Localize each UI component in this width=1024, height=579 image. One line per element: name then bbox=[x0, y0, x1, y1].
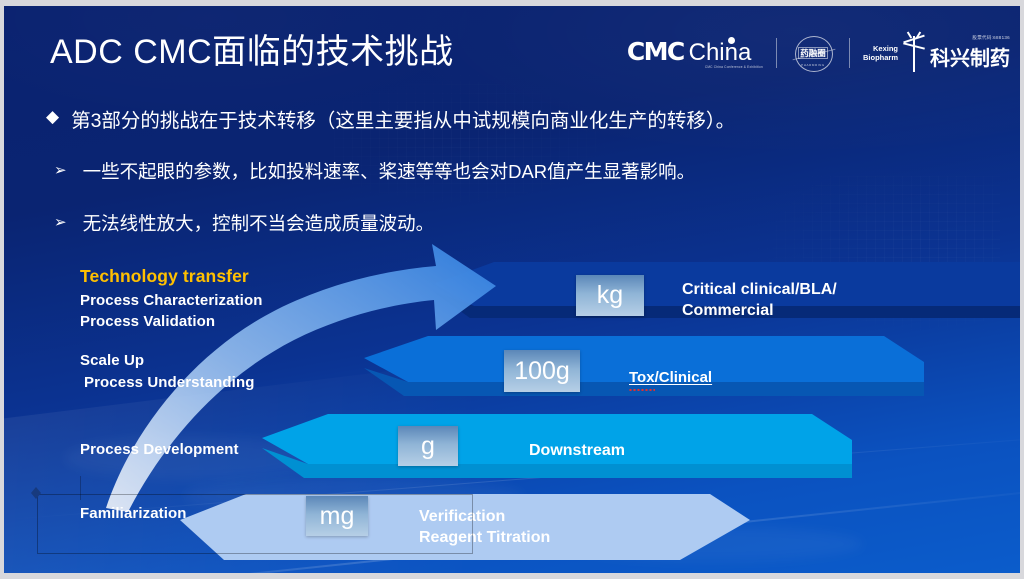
step-label-100g-clinical: /Clinical bbox=[654, 369, 713, 386]
slide-canvas: ADC CMC面临的技术挑战 CMC China CMC China Confe… bbox=[4, 6, 1020, 573]
pharmring-logo-cn: 药融圈 bbox=[798, 47, 828, 59]
arrow-bullet-icon-1: ➢ bbox=[54, 162, 67, 179]
page-title: ADC CMC面临的技术挑战 bbox=[50, 33, 454, 71]
cmc-logo-name-text: China bbox=[688, 39, 752, 66]
kexing-stock-code: 股票代码:688136 bbox=[972, 35, 1010, 40]
logo-bar: CMC China CMC China Conference & Exhibit… bbox=[627, 31, 1010, 74]
step-label-g: Downstream bbox=[529, 442, 626, 459]
badge-100g: 100g bbox=[504, 350, 580, 392]
stage-label-process-characterization: Process Characterization bbox=[80, 292, 263, 309]
step-label-100g-tox: Tox bbox=[629, 369, 655, 386]
staircase-diagram: Technology transfer Process Characteriza… bbox=[4, 242, 1020, 573]
stage-label-technology-transfer: Technology transfer bbox=[80, 266, 249, 286]
stage-label-familiarization: Familiarization bbox=[80, 505, 187, 522]
badge-g: g bbox=[398, 426, 458, 466]
logo-divider-1 bbox=[775, 38, 777, 68]
dot-grid-texture-top bbox=[334, 66, 634, 216]
kexing-emblem-icon bbox=[901, 31, 927, 72]
step-label-kg-line1: Critical clinical/BLA/ bbox=[682, 281, 837, 298]
kexing-logo: Kexing Biopharm 股票代码:688136 科兴制药 bbox=[863, 31, 1010, 72]
bullet-text-2: 一些不起眼的参数，比如投料速率、桨速等等也会对DAR值产生显著影响。 bbox=[82, 161, 696, 182]
logo-divider-2 bbox=[848, 38, 850, 68]
step-label-mg-line1: Verification bbox=[419, 508, 506, 525]
badge-kg: kg bbox=[576, 275, 644, 316]
pharmring-logo: 药融圈 PHARMRING bbox=[790, 35, 836, 72]
step-label-kg-line2: Commercial bbox=[682, 302, 774, 319]
bullet-item-2: ➢ 一些不起眼的参数，比如投料速率、桨速等等也会对DAR值产生显著影响。 bbox=[54, 158, 695, 184]
kexing-logo-cn: 科兴制药 bbox=[930, 46, 1010, 70]
kexing-logo-en-line2: Biopharm bbox=[862, 53, 898, 62]
bullet-text-3: 无法线性放大，控制不当会造成质量波动。 bbox=[82, 213, 435, 234]
cmc-logo-mark: CMC bbox=[626, 37, 685, 66]
textbox-connector-line bbox=[80, 476, 81, 500]
pharmring-ring-icon bbox=[794, 36, 833, 72]
bullet-item-3: ➢ 无法线性放大，控制不当会造成质量波动。 bbox=[54, 210, 434, 236]
arrow-bullet-icon-2: ➢ bbox=[54, 214, 67, 231]
stage-label-process-development: Process Development bbox=[80, 441, 239, 458]
diamond-bullet-icon: ◆ bbox=[46, 107, 60, 126]
step-label-100g: Tox/Clinical bbox=[629, 368, 712, 388]
stage-label-scale-up: Scale Up bbox=[80, 352, 145, 369]
bullet-text-1: 第3部分的挑战在于技术转移（这里主要指从中试规模向商业化生产的转移）。 bbox=[71, 110, 736, 132]
badge-mg: mg bbox=[306, 496, 368, 536]
textbox-handle-top[interactable] bbox=[31, 487, 42, 499]
kexing-logo-en-line1: Kexing bbox=[872, 44, 898, 53]
step-label-mg-line2: Reagent Titration bbox=[419, 529, 551, 546]
textbox-selection-outline[interactable] bbox=[37, 494, 473, 554]
cmc-logo-subtitle: CMC China Conference & Exhibition bbox=[704, 64, 763, 70]
stage-label-process-understanding: Process Understanding bbox=[84, 374, 255, 391]
pharmring-logo-en: PHARMRING bbox=[801, 63, 825, 67]
cmc-logo-dot-icon bbox=[728, 37, 736, 44]
bullet-item-1: ◆ 第3部分的挑战在于技术转移（这里主要指从中试规模向商业化生产的转移）。 bbox=[46, 104, 735, 133]
stage-label-process-validation: Process Validation bbox=[80, 313, 216, 330]
kexing-logo-en: Kexing Biopharm bbox=[863, 44, 898, 62]
cmc-logo-name: China bbox=[688, 37, 752, 67]
cmc-china-logo: CMC China CMC China Conference & Exhibit… bbox=[627, 37, 763, 69]
